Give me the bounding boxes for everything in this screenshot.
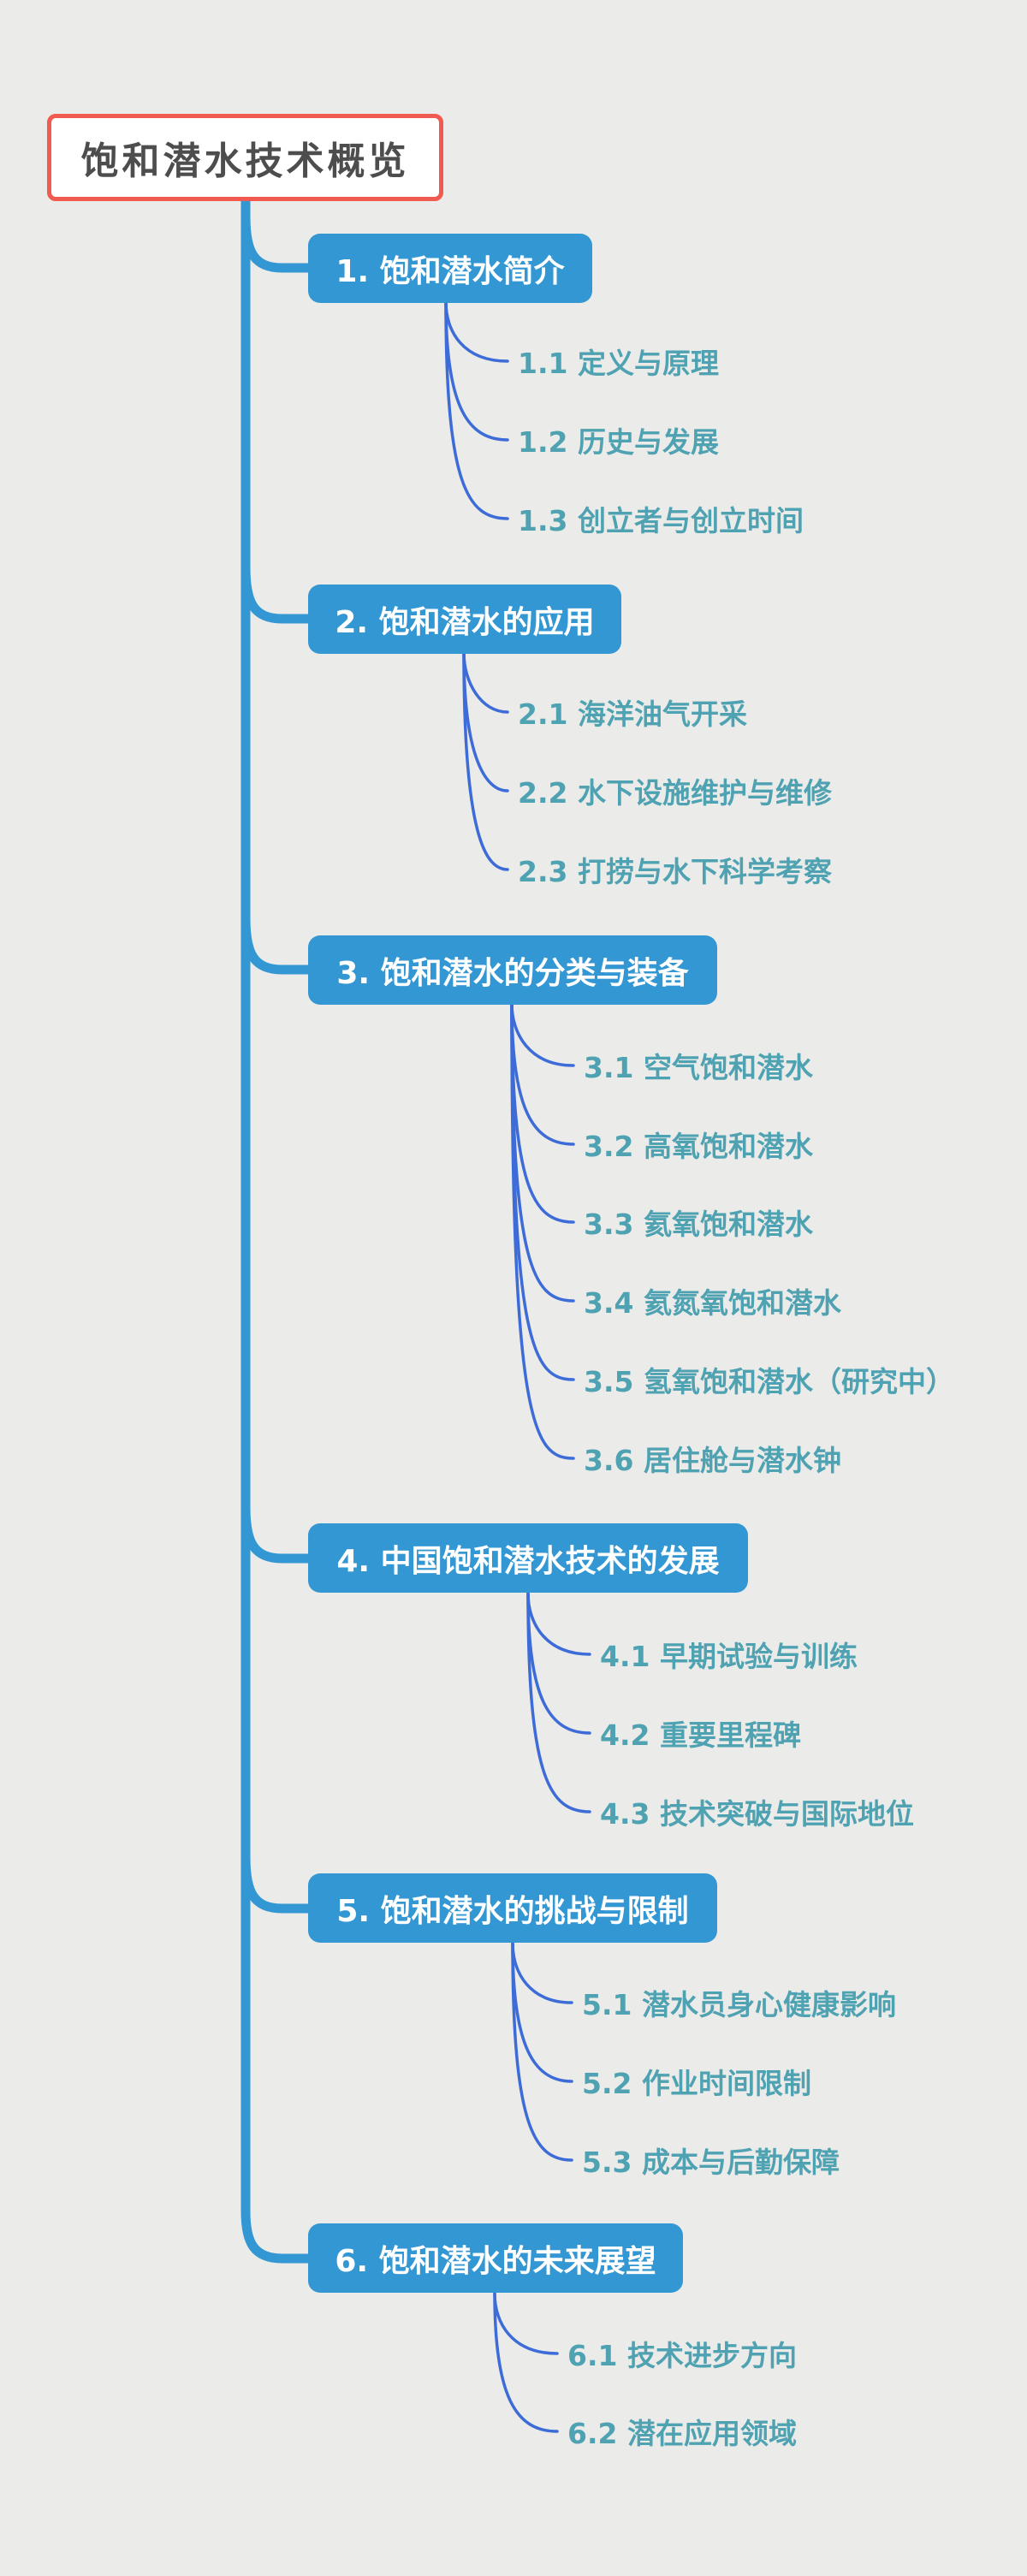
child-node-5-2[interactable]: 5.2 作业时间限制: [582, 2067, 811, 2100]
child-connector-5-3: [511, 1942, 573, 2162]
child-connector-5-2: [511, 1942, 573, 2083]
child-node-6-2[interactable]: 6.2 潜在应用领域: [567, 2417, 797, 2450]
branch-node-3[interactable]: 3. 饱和潜水的分类与装备: [308, 935, 717, 1005]
child-node-3-5[interactable]: 3.5 氢氧饱和潜水（研究中）: [584, 1365, 954, 1398]
child-connector-2-3: [462, 651, 509, 871]
child-connector-2-1: [462, 651, 509, 714]
child-node-5-3[interactable]: 5.3 成本与后勤保障: [582, 2146, 840, 2179]
child-node-3-2[interactable]: 3.2 高氧饱和潜水: [584, 1130, 813, 1163]
branch-node-1[interactable]: 1. 饱和潜水简介: [308, 234, 592, 303]
child-connector-2-2: [462, 651, 509, 792]
child-connector-6-2: [493, 2292, 559, 2433]
branch-connector-4: [240, 1506, 309, 1564]
child-node-1-1[interactable]: 1.1 定义与原理: [518, 347, 719, 380]
child-node-1-3[interactable]: 1.3 创立者与创立时间: [518, 504, 804, 537]
branch-connector-3: [240, 917, 309, 975]
child-node-2-2[interactable]: 2.2 水下设施维护与维修: [518, 776, 832, 810]
child-node-4-3[interactable]: 4.3 技术突破与国际地位: [600, 1797, 914, 1831]
child-node-3-3[interactable]: 3.3 氦氧饱和潜水: [584, 1208, 813, 1241]
child-connector-5-1: [511, 1942, 573, 2004]
child-node-2-3[interactable]: 2.3 打捞与水下科学考察: [518, 855, 832, 888]
trunk-line: [240, 197, 309, 2264]
child-connector-4-1: [526, 1592, 591, 1656]
child-connector-3-6: [510, 1002, 575, 1460]
branch-node-2[interactable]: 2. 饱和潜水的应用: [308, 585, 621, 654]
branch-node-5[interactable]: 5. 饱和潜水的挑战与限制: [308, 1873, 717, 1943]
child-connector-4-2: [526, 1592, 591, 1735]
child-connector-1-3: [444, 300, 509, 520]
child-node-4-1[interactable]: 4.1 早期试验与训练: [600, 1640, 858, 1673]
child-connector-6-1: [493, 2292, 559, 2355]
child-node-5-1[interactable]: 5.1 潜水员身心健康影响: [582, 1988, 896, 2021]
child-connector-4-3: [526, 1592, 591, 1813]
branch-node-6[interactable]: 6. 饱和潜水的未来展望: [308, 2223, 683, 2293]
child-node-3-4[interactable]: 3.4 氦氮氧饱和潜水: [584, 1286, 841, 1320]
child-node-2-1[interactable]: 2.1 海洋油气开采: [518, 697, 747, 731]
branch-connector-5: [240, 1856, 309, 1914]
child-connector-3-2: [510, 1002, 575, 1146]
child-node-4-2[interactable]: 4.2 重要里程碑: [600, 1718, 801, 1752]
child-node-1-2[interactable]: 1.2 历史与发展: [518, 425, 719, 459]
branch-node-4[interactable]: 4. 中国饱和潜水技术的发展: [308, 1523, 748, 1593]
branch-connector-1: [240, 216, 309, 273]
child-node-3-6[interactable]: 3.6 居住舱与潜水钟: [584, 1444, 841, 1477]
child-node-3-1[interactable]: 3.1 空气饱和潜水: [584, 1051, 813, 1084]
child-node-6-1[interactable]: 6.1 技术进步方向: [567, 2339, 797, 2372]
child-connector-3-1: [510, 1002, 575, 1067]
branch-connector-2: [240, 567, 309, 624]
root-node[interactable]: 饱和潜水技术概览: [47, 114, 443, 201]
child-connector-1-2: [444, 300, 509, 442]
child-connector-1-1: [444, 300, 509, 363]
